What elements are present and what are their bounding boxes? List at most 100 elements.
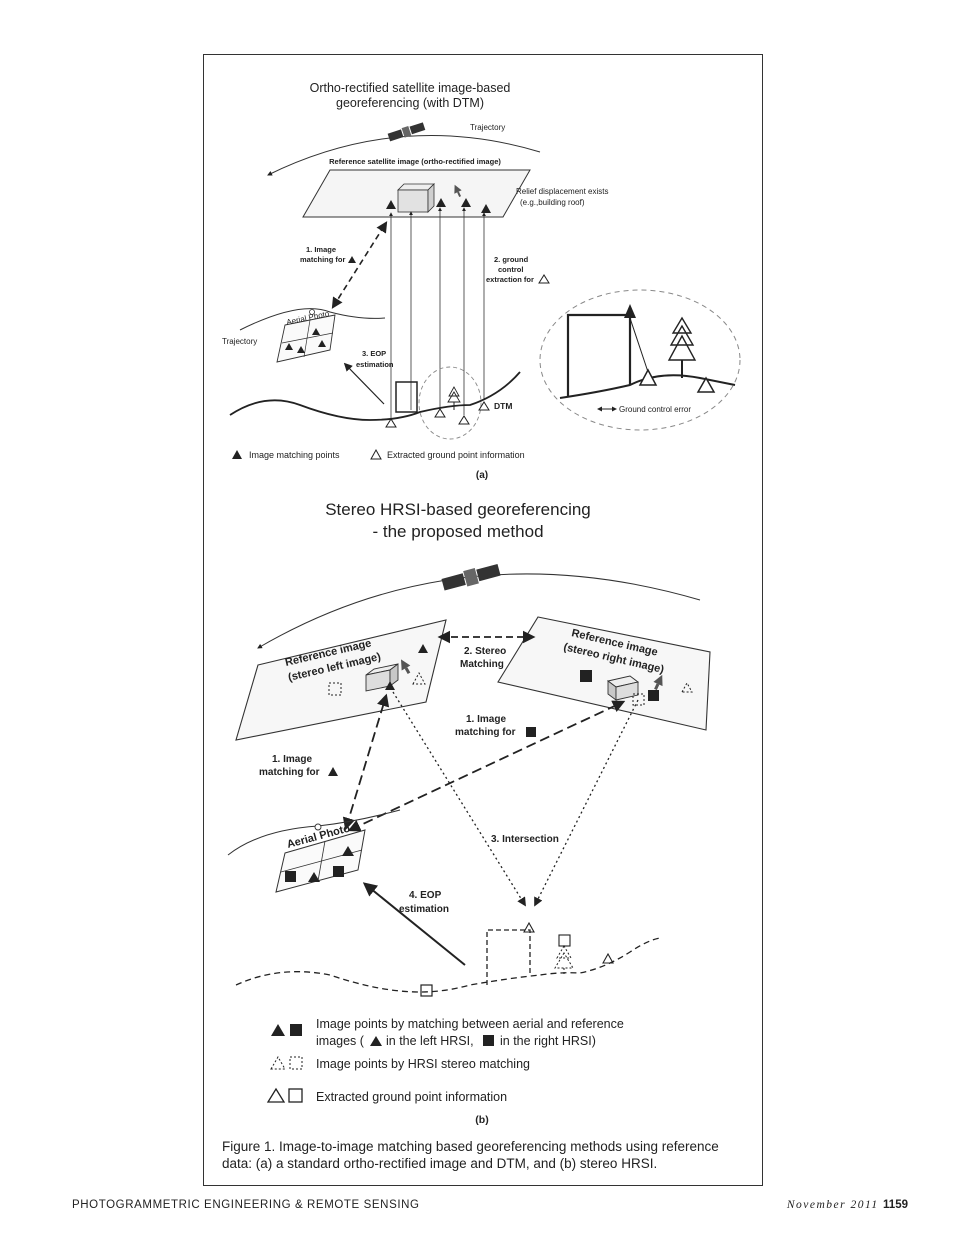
panel-b: Stereo HRSI-based georeferencing - the p… <box>227 500 711 1126</box>
tree-icon-b <box>554 945 574 976</box>
photo-point-b-square-1 <box>285 871 296 882</box>
ground-point-b-square-1 <box>558 934 571 947</box>
photo-point-a2 <box>297 346 305 353</box>
matching-right-label-line1: 1. Image <box>466 714 506 725</box>
panel-a-label: (a) <box>476 470 488 481</box>
intersection-label: 3. Intersection <box>491 834 559 845</box>
zoom-terrain <box>559 374 736 399</box>
photo-point-b-triangle-1 <box>308 872 320 882</box>
intersection-line-left <box>392 691 526 907</box>
ground-point-b-triangle-2 <box>602 952 614 964</box>
matching-point-left-plane <box>385 681 395 690</box>
intersection-line-right <box>534 699 639 907</box>
matching-legend-triangle-a <box>348 256 356 263</box>
image-matching-arrow-right <box>347 700 626 832</box>
relief-label-line2: (e.g.,building roof) <box>520 198 585 207</box>
legend-open-triangle-a <box>370 448 382 460</box>
camera-icon-a <box>309 309 315 315</box>
matching-label-a-line2: matching for <box>300 255 345 264</box>
legend1-line1: Image points by matching between aerial … <box>316 1017 624 1031</box>
ground-point-a3 <box>458 415 470 425</box>
reference-plane-left <box>235 619 447 741</box>
matching-right-legend-square <box>526 727 536 737</box>
matching-point-a4 <box>481 204 491 213</box>
zoom-ground-point-2 <box>696 376 716 393</box>
matching-point-a2 <box>436 198 446 207</box>
legend3-square <box>288 1088 303 1103</box>
aerial-photo-a-grid-v <box>303 319 311 358</box>
aerial-trajectory-a <box>239 308 386 331</box>
building-a <box>395 381 418 413</box>
stereo-label-line2: Matching <box>460 659 504 670</box>
legend-filled-label-a: Image matching points <box>249 450 340 460</box>
building-b <box>486 929 531 985</box>
eop-label-a-line1: 3. EOP <box>362 349 386 358</box>
matching-point-a1 <box>386 200 396 209</box>
orbit-trajectory-a <box>267 135 541 176</box>
matching-label-a-line1: 1. Image <box>306 245 336 254</box>
matching-point-right-plane-2 <box>648 690 659 701</box>
legend-filled-triangle-a <box>232 450 242 459</box>
matching-point-right-plane-1 <box>580 670 592 682</box>
eop-label-b-line2: estimation <box>399 904 449 915</box>
matching-left-label-line1: 1. Image <box>272 754 312 765</box>
legend1-line2a: images ( <box>316 1034 365 1048</box>
panel-b-title-line2: - the proposed method <box>372 522 543 541</box>
ground-error-label: Ground control error <box>619 405 691 414</box>
eop-arrow-a <box>343 362 385 405</box>
zoom-ellipse-a <box>539 289 741 431</box>
terrain-a <box>229 371 521 421</box>
footer-date-page: November 2011 1159 <box>787 1199 908 1211</box>
aerial-photo-a-grid-h <box>281 332 334 344</box>
legend3-label: Extracted ground point information <box>316 1090 507 1104</box>
ground-point-a2 <box>434 408 446 418</box>
legend2-square <box>289 1056 303 1070</box>
legend-open-label-a: Extracted ground point information <box>387 450 525 460</box>
panel-b-title-line1: Stereo HRSI-based georeferencing <box>325 500 591 519</box>
terrain-b <box>235 937 661 993</box>
ground-point-b-triangle-1 <box>523 921 535 933</box>
photo-point-b-square-2 <box>333 866 344 877</box>
stereo-point-right-square <box>632 693 645 706</box>
legend1-line2c: in the right HRSI) <box>500 1034 596 1048</box>
zoom-building <box>566 313 632 397</box>
building-block-right <box>606 675 640 701</box>
stereo-point-left-square <box>328 682 342 696</box>
matching-left-legend-triangle <box>328 767 338 776</box>
footer-page-number: 1159 <box>883 1199 908 1211</box>
legend1-line2b: in the left HRSI, <box>386 1034 474 1048</box>
legend3-triangle <box>266 1087 286 1103</box>
photo-point-a3 <box>312 328 320 335</box>
stereo-point-right-triangle <box>681 681 693 693</box>
panel-a: Ortho-rectified satellite image-based ge… <box>222 81 741 481</box>
ground-label-line2: control <box>498 265 523 274</box>
ground-point-a4 <box>478 401 490 411</box>
photo-point-b-triangle-2 <box>342 846 354 856</box>
matching-point-left-plane-2 <box>418 644 428 653</box>
matching-point-a3 <box>461 198 471 207</box>
caption-line2: data: (a) a standard ortho-rectified ima… <box>222 1156 658 1171</box>
figure-frame <box>203 54 763 1186</box>
dtm-label: DTM <box>494 401 512 411</box>
photo-point-a4 <box>318 340 326 347</box>
image-matching-arrow-a <box>331 221 388 309</box>
stereo-label-line1: 2. Stereo <box>464 646 506 657</box>
tree-icon-left-plane <box>401 659 411 674</box>
footer-journal: PHOTOGRAMMETRIC ENGINEERING & REMOTE SEN… <box>72 1199 420 1211</box>
detail-circle-a <box>418 366 482 440</box>
reference-satellite-label: Reference satellite image (ortho-rectifi… <box>329 157 501 166</box>
eop-arrow-b <box>362 882 466 966</box>
eop-label-b-line1: 4. EOP <box>409 890 442 901</box>
photo-point-a1 <box>285 343 293 350</box>
zoom-matching-point <box>624 304 636 318</box>
legend2-triangle <box>270 1056 286 1070</box>
zoom-ground-point-1 <box>638 368 658 386</box>
tree-icon-a <box>447 386 461 410</box>
legend2-label: Image points by HRSI stereo matching <box>316 1057 530 1071</box>
ground-legend-triangle-a <box>538 274 550 284</box>
ground-point-a1 <box>385 418 397 428</box>
legend1-triangle <box>271 1024 285 1036</box>
figure-caption: Figure 1. Image-to-image matching based … <box>222 1138 742 1172</box>
legend1-square <box>290 1024 302 1036</box>
